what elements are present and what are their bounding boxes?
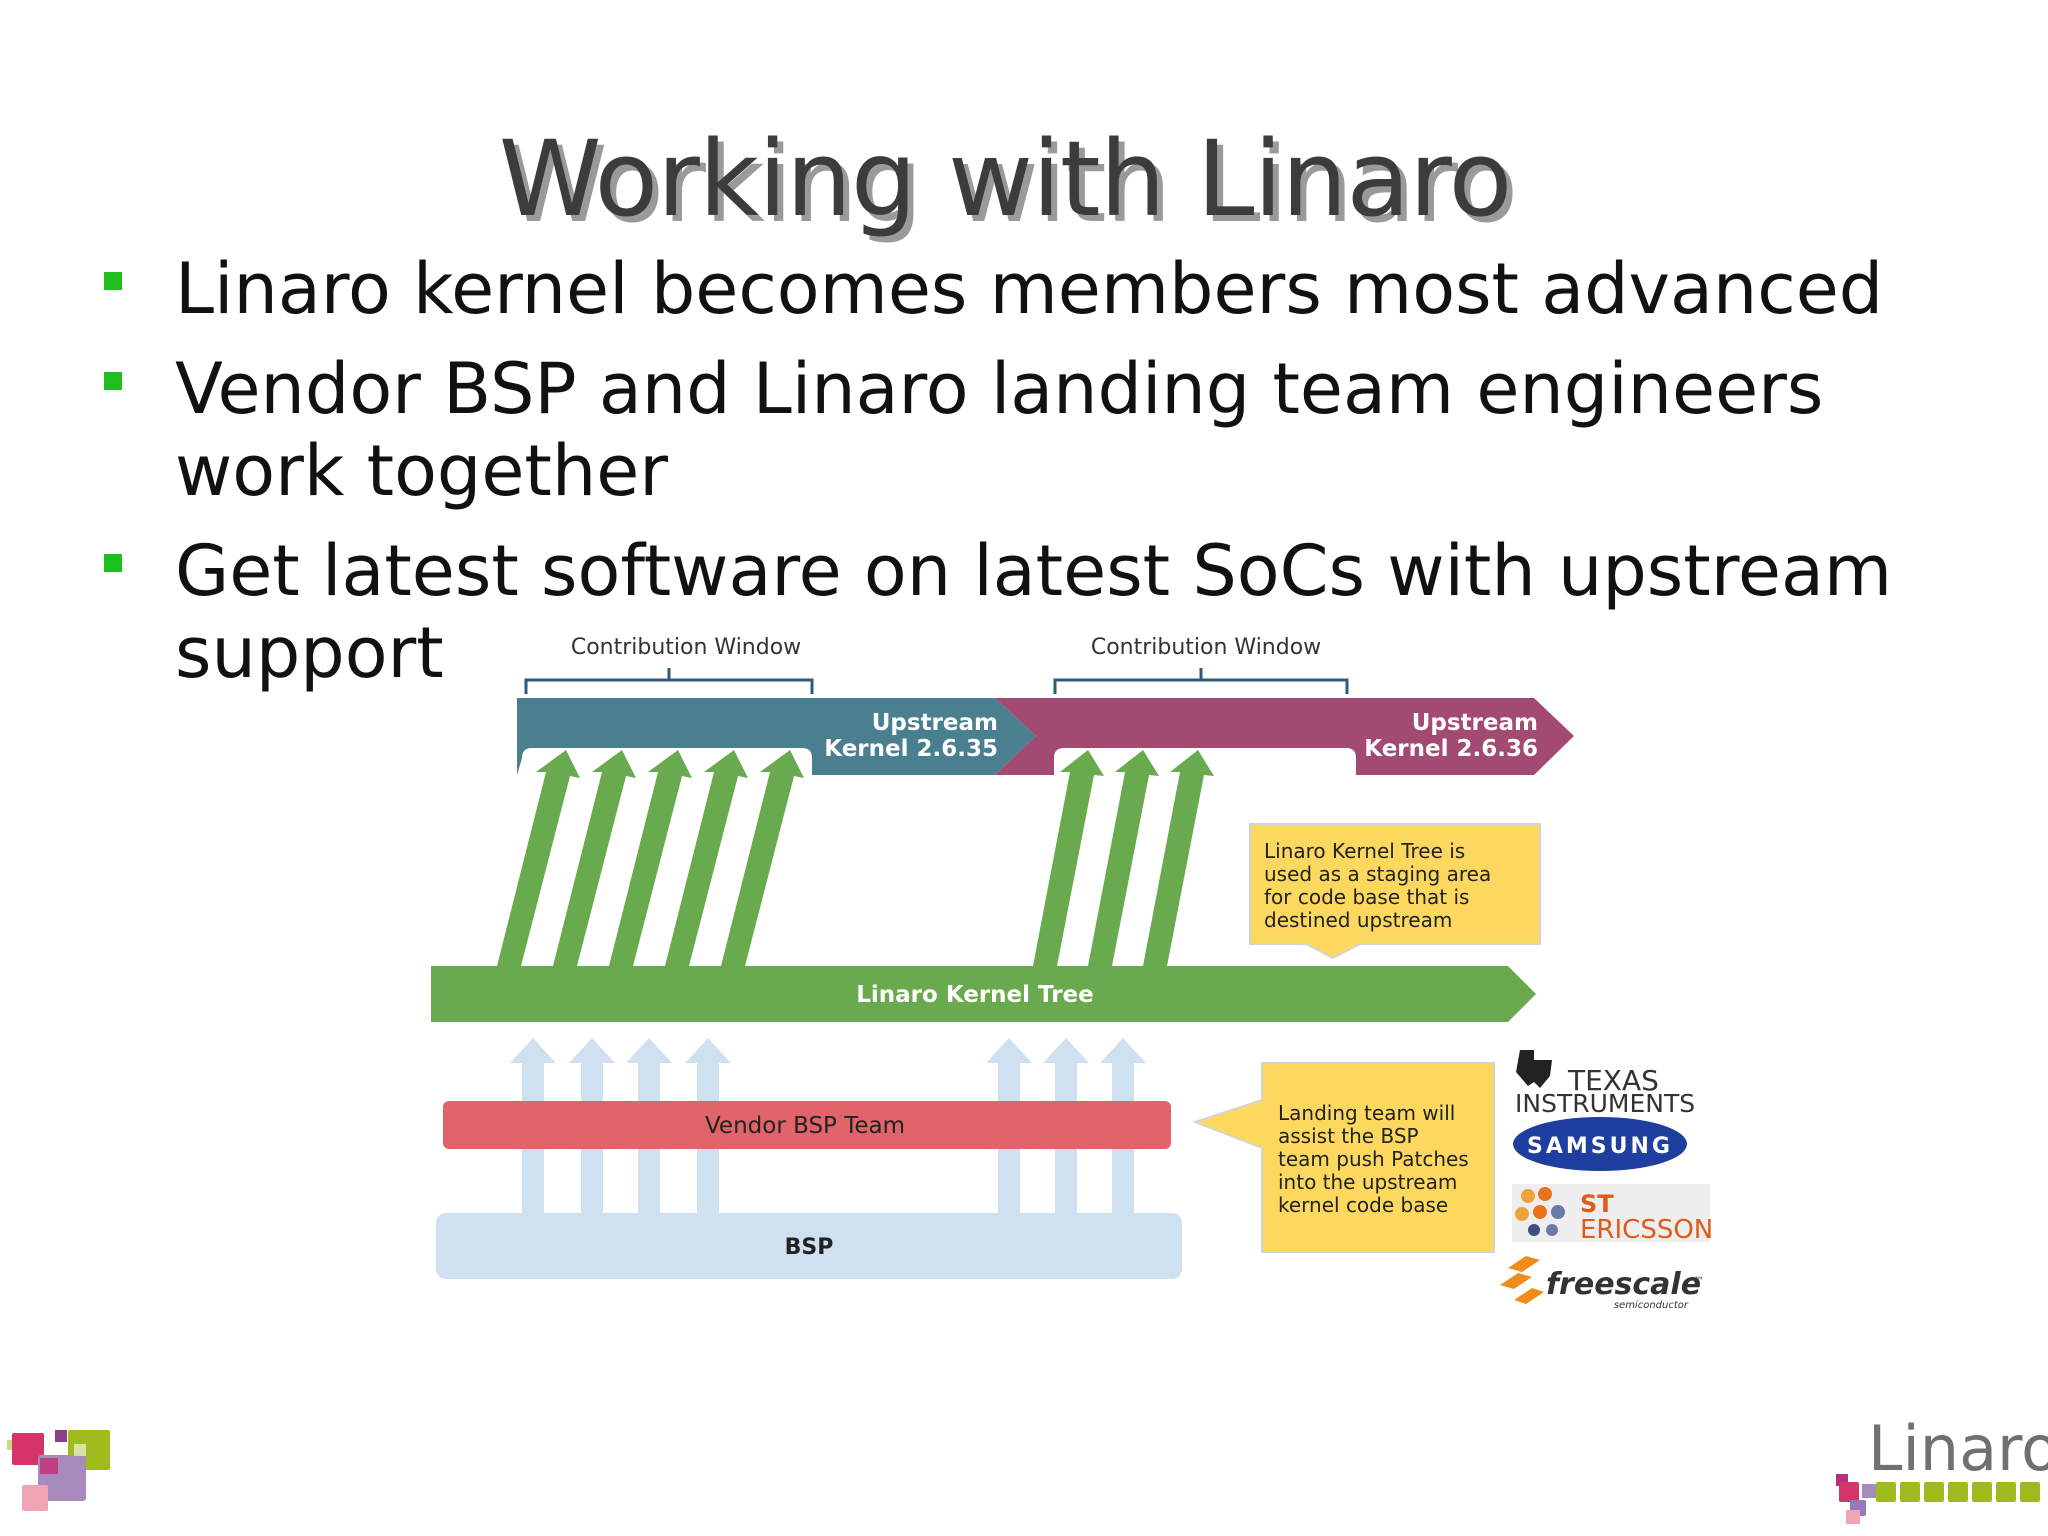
bullet-text: Linaro kernel becomes members most advan… bbox=[175, 248, 1884, 330]
diagonal-up-arrow-icon bbox=[497, 750, 580, 966]
landing-note-callout bbox=[1192, 1062, 1495, 1253]
bullet-marker bbox=[104, 554, 122, 572]
bullet-item: Linaro kernel becomes members most advan… bbox=[100, 248, 2000, 330]
texas-instruments-logo: TEXAS INSTRUMENTS bbox=[1515, 1050, 1695, 1118]
ericsson-name: ERICSSON bbox=[1580, 1215, 1713, 1245]
contribution-window-bracket bbox=[524, 668, 814, 694]
diagonal-up-arrow-icon bbox=[609, 750, 692, 966]
bullet-item: Get latest software on latest SoCs with … bbox=[100, 530, 2000, 694]
upstream-kernel-label: Upstream bbox=[1412, 710, 1538, 736]
bullet-text: Get latest software on latest SoCs with … bbox=[175, 530, 1893, 694]
linaro-kernel-tree-label: Linaro Kernel Tree bbox=[856, 982, 1094, 1008]
ti-name-line2: INSTRUMENTS bbox=[1515, 1089, 1695, 1118]
staging-note-line: for code base that is bbox=[1264, 885, 1469, 909]
upstream-kernel-bar bbox=[995, 698, 1574, 775]
freescale-logo: freescale ™ semiconductor bbox=[1500, 1256, 1704, 1311]
landing-note-line: assist the BSP bbox=[1278, 1124, 1419, 1148]
landing-note-line: Landing team will bbox=[1278, 1101, 1455, 1125]
diagonal-up-arrow-icon bbox=[1088, 750, 1159, 966]
staging-note-line: Linaro Kernel Tree is bbox=[1264, 839, 1465, 863]
freescale-subtitle: semiconductor bbox=[1614, 1300, 1689, 1311]
bullet-marker bbox=[104, 272, 122, 290]
st-ericsson-logo: ST ERICSSON bbox=[1512, 1184, 1713, 1245]
freescale-name: freescale bbox=[1546, 1267, 1701, 1302]
st-ericsson-dots-icon bbox=[1515, 1187, 1565, 1236]
slide-title: Working with Linaro bbox=[498, 118, 1513, 240]
diagonal-up-arrow-icon bbox=[1143, 750, 1214, 966]
upstream-kernel-bar bbox=[517, 698, 1036, 775]
bsp-label: BSP bbox=[785, 1235, 834, 1260]
bullet-item: Vendor BSP and Linaro landing team engin… bbox=[100, 348, 2000, 512]
freescale-mark-icon bbox=[1500, 1256, 1544, 1304]
staging-note-callout bbox=[1249, 823, 1541, 960]
landing-note-line: kernel code base bbox=[1278, 1193, 1448, 1217]
diagonal-up-arrow-icon bbox=[553, 750, 636, 966]
bullet-text: Vendor BSP and Linaro landing team engin… bbox=[175, 348, 1824, 512]
diagonal-up-arrow-icon bbox=[1033, 750, 1104, 966]
bsp-bar bbox=[436, 1213, 1182, 1279]
bullet-list: Linaro kernel becomes members most advan… bbox=[100, 248, 2000, 712]
contribution-window-label: Contribution Window bbox=[1091, 635, 1321, 660]
vendor-bsp-team-label: Vendor BSP Team bbox=[705, 1113, 905, 1139]
diagonal-up-arrow-icon bbox=[665, 750, 748, 966]
staging-note-line: used as a staging area bbox=[1264, 862, 1491, 886]
staging-note-line: destined upstream bbox=[1264, 908, 1452, 932]
vendor-bsp-team-bar bbox=[443, 1101, 1171, 1149]
linaro-kernel-tree-bar bbox=[431, 966, 1536, 1022]
st-mark: ST bbox=[1580, 1190, 1614, 1218]
linaro-logo-squares bbox=[1836, 1474, 2040, 1524]
diagonal-up-arrow-icon bbox=[721, 750, 804, 966]
landing-note-line: team push Patches bbox=[1278, 1147, 1469, 1171]
linaro-logo: Linaro bbox=[1836, 1412, 2048, 1524]
ti-name-line1: TEXAS bbox=[1567, 1064, 1659, 1097]
texas-state-icon bbox=[1516, 1050, 1552, 1088]
samsung-ellipse bbox=[1513, 1117, 1687, 1171]
freescale-trademark: ™ bbox=[1694, 1276, 1704, 1287]
bullet-marker bbox=[104, 372, 122, 390]
contribution-window-label: Contribution Window bbox=[571, 635, 801, 660]
upstream-kernel-label: Upstream bbox=[872, 710, 998, 736]
contribution-window-bracket bbox=[1053, 668, 1349, 694]
landing-note-line: into the upstream bbox=[1278, 1170, 1457, 1194]
samsung-logo: SAMSUNG bbox=[1513, 1117, 1687, 1171]
upstream-kernel-version: Kernel 2.6.35 bbox=[824, 736, 998, 762]
upstream-kernel-version: Kernel 2.6.36 bbox=[1364, 736, 1538, 762]
decorative-squares-logo bbox=[7, 1430, 110, 1511]
linaro-brand-name: Linaro bbox=[1868, 1412, 2048, 1485]
samsung-name: SAMSUNG bbox=[1527, 1134, 1673, 1159]
contribution-arrows bbox=[497, 750, 1214, 966]
